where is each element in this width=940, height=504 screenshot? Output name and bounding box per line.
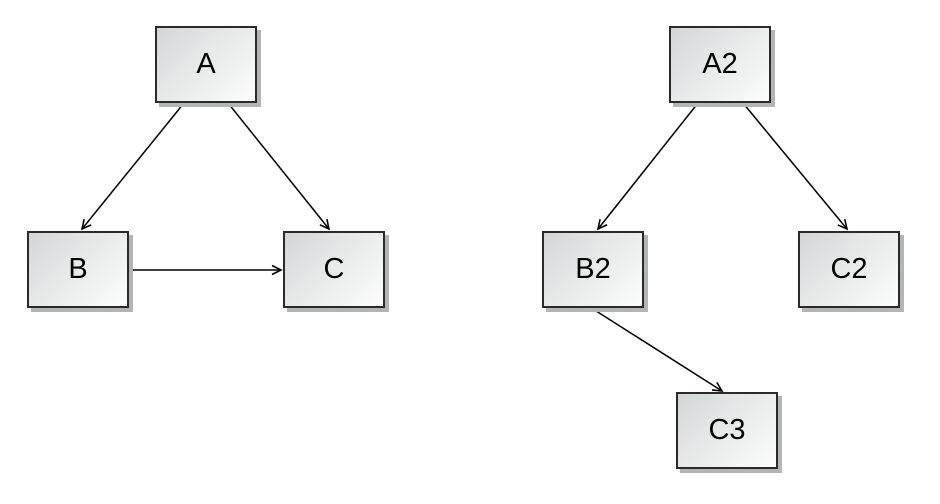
node-B: B [27, 231, 129, 308]
node-A: A [155, 26, 257, 103]
node-B2-label: B2 [575, 253, 611, 285]
edge-A2-to-C2 [742, 102, 849, 231]
node-C2: C2 [798, 231, 900, 308]
node-A-label: A [196, 48, 216, 80]
node-A2: A2 [669, 26, 771, 103]
node-C-label: C [323, 253, 345, 285]
node-B2: B2 [542, 231, 644, 308]
node-C3: C3 [676, 392, 778, 469]
edge-A-to-C [227, 102, 331, 231]
node-A2-label: A2 [702, 48, 738, 80]
edge-A2-to-B2 [596, 102, 699, 231]
edge-A-to-B [80, 102, 185, 231]
node-B-label: B [68, 253, 88, 285]
node-C: C [283, 231, 385, 308]
edge-B2-to-C3 [592, 308, 724, 392]
node-C3-label: C3 [708, 414, 746, 446]
node-C2-label: C2 [830, 253, 868, 285]
